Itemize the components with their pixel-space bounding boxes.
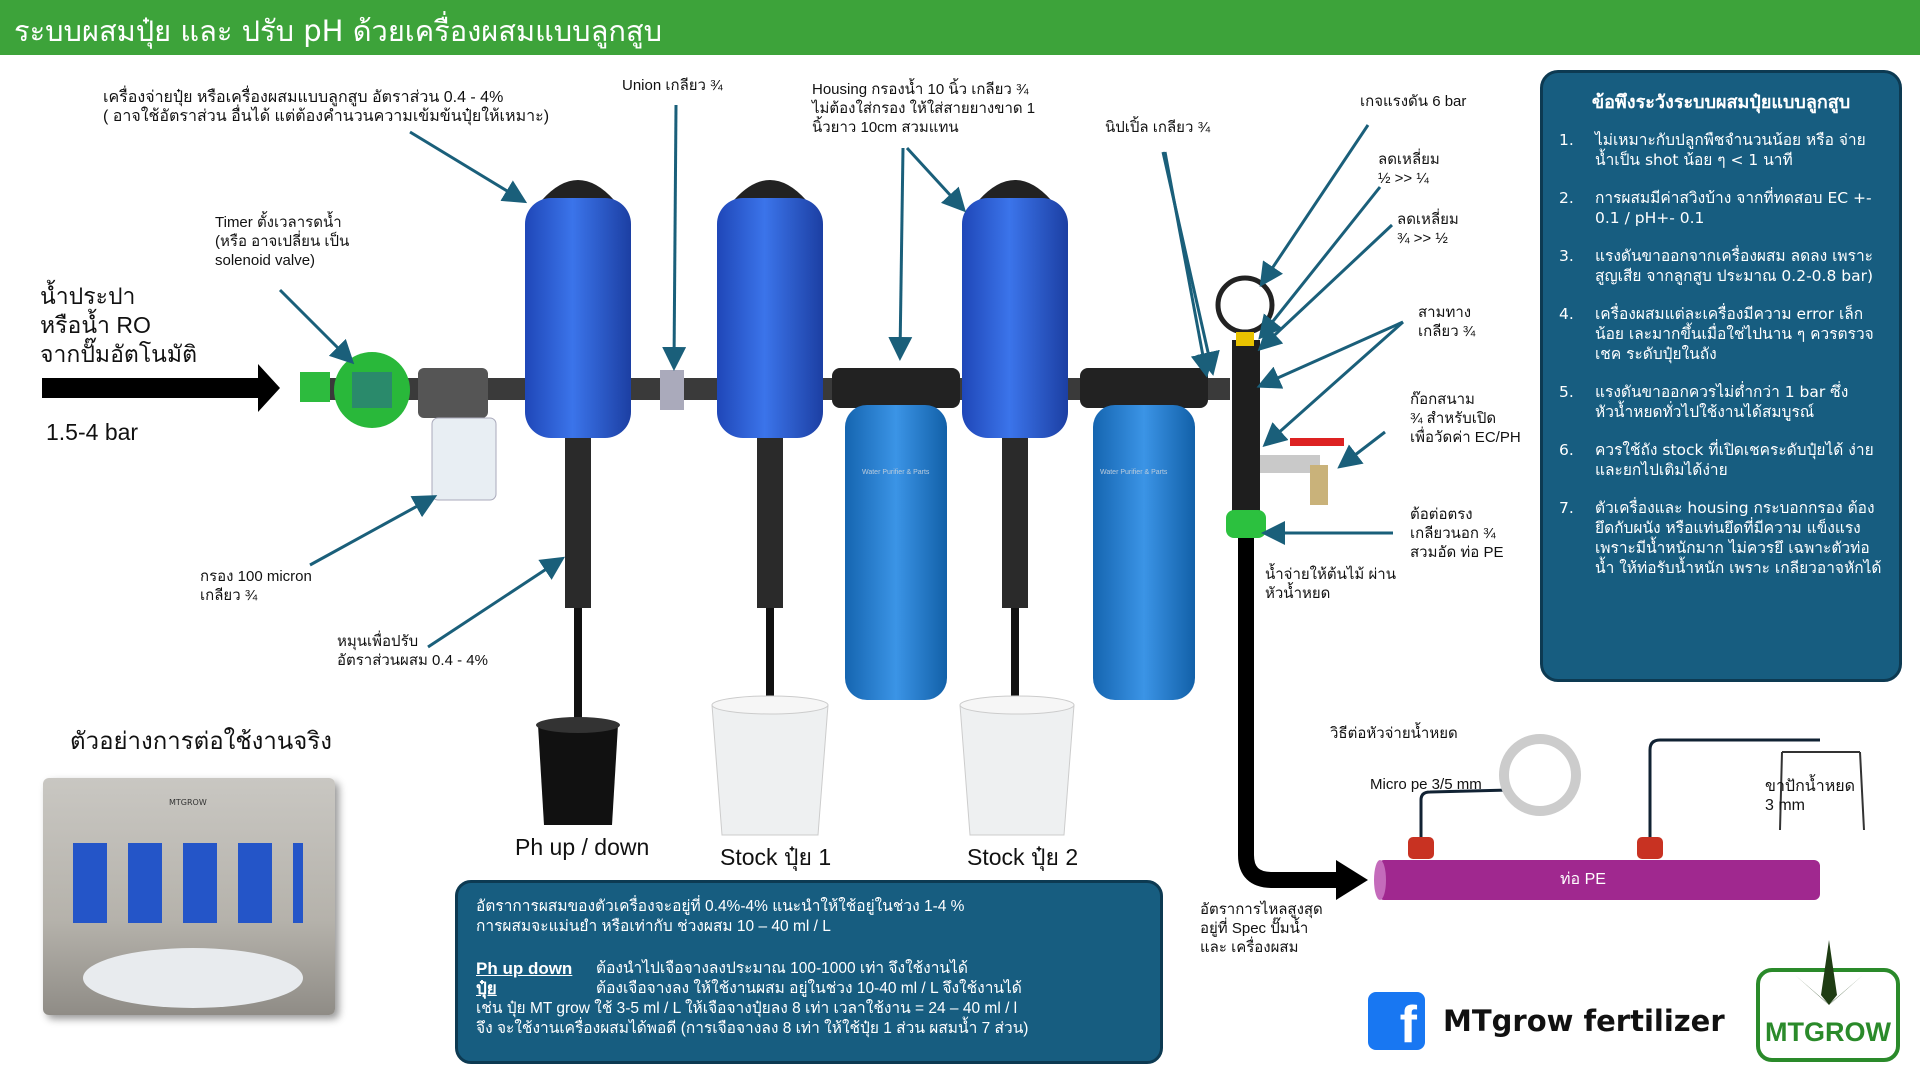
- info-line-6: จึง จะใช้งานเครื่องผสมได้พอดี (การเจือจา…: [476, 1020, 1029, 1037]
- caution-number: 3.: [1559, 247, 1574, 265]
- fert-value: ต้องเจือจางลง ให้ใช้งานผสม อยู่ในช่วง 10…: [596, 980, 1022, 997]
- caution-number: 1.: [1559, 131, 1574, 149]
- caution-number: 5.: [1559, 383, 1574, 401]
- doser-label: เครื่องจ่ายปุ๋ย หรือเครื่องผสมแบบลูกสูบ …: [103, 89, 550, 125]
- outlet-label: น้ำจ่ายให้ต้นไม้ ผ่าน หัวน้ำหยด: [1265, 566, 1396, 602]
- reducer-2-label: ลดเหลี่ยม ¾ >> ½: [1397, 211, 1459, 247]
- mixing-info-box: อัตราการผสมของตัวเครื่องจะอยู่ที่ 0.4%-4…: [455, 880, 1163, 1064]
- logo-text: MTGROW: [1765, 1017, 1891, 1047]
- bucket-stock-2-label: Stock ปุ๋ย 2: [967, 844, 1079, 870]
- caution-text: เครื่องผสมแต่ละเครื่องมีความ error เล็กน…: [1595, 305, 1874, 363]
- union-label: Union เกลียว ¾: [622, 77, 723, 94]
- example-heading: ตัวอย่างการต่อใช้งานจริง: [70, 728, 332, 755]
- bucket-stock-1: [711, 695, 829, 836]
- housing-2-brand: Water Purifier & Parts: [1100, 469, 1168, 476]
- timer: [300, 352, 410, 428]
- example-photo: MTGROW: [43, 778, 335, 1015]
- caution-item: 4. เครื่องผสมแต่ละเครื่องมีความ error เล็…: [1559, 304, 1883, 364]
- nipple-label: นิปเปิ้ล เกลียว ¾: [1105, 119, 1211, 136]
- caution-text: ตัวเครื่องและ housing กระบอกกรอง ต้องยึด…: [1595, 499, 1882, 577]
- caution-item: 7. ตัวเครื่องและ housing กระบอกกรอง ต้องย…: [1559, 498, 1883, 578]
- filter-label: กรอง 100 micron เกลียว ¾: [200, 568, 312, 604]
- filter-100-micron: [418, 368, 497, 501]
- housing-1-brand: Water Purifier & Parts: [862, 469, 930, 476]
- inlet-arrow: [42, 364, 280, 412]
- caution-text: การผสมมีค่าสวิงบ้าง จากที่ทดสอบ EC +- 0.…: [1595, 189, 1872, 227]
- brand-name: MTgrow fertilizer: [1443, 1004, 1725, 1038]
- union: [660, 370, 684, 410]
- gauge-label: เกจแรงดัน 6 bar: [1360, 93, 1467, 110]
- fert-key: ปุ๋ย: [476, 979, 497, 998]
- stake-label: ขาปักน้ำหยด 3 mm: [1765, 778, 1855, 814]
- ph-value: ต้องนำไปเจือจางลงประมาณ 100-1000 เท่า จึ…: [596, 960, 968, 977]
- bucket-stock-2: [959, 695, 1075, 836]
- caution-item: 3. แรงดันขาออกจากเครื่องผสม ลดลง เพราะสูญ…: [1559, 246, 1883, 286]
- cautions-panel: ข้อพึงระวังระบบผสมปุ๋ยแบบลูกสูบ 1. ไม่เหม…: [1540, 70, 1902, 682]
- caution-text: แรงดันขาออกจากเครื่องผสม ลดลง เพราะสูญเส…: [1595, 247, 1874, 285]
- info-line-2: การผสมจะแม่นยำ หรือเท่ากับ ช่วงผสม 10 – …: [476, 918, 831, 935]
- reducer-1-label: ลดเหลี่ยม ½ >> ¼: [1378, 151, 1440, 187]
- annotation-arrows: [278, 104, 1404, 649]
- connector-label: ต้อต่อตรง เกลียวนอก ¾ สวมอัด ท่อ PE: [1410, 506, 1504, 561]
- pe-pipe: [1374, 860, 1820, 900]
- info-line-5: เช่น ปุ๋ย MT grow ใช้ 3-5 ml / L ให้เจือ…: [476, 1000, 1018, 1017]
- caution-item: 5. แรงดันขาออกควรไม่ต่ำกว่า 1 bar ซึ่ง หั…: [1559, 382, 1883, 422]
- caution-text: ไม่เหมาะกับปลูกพืชจำนวนน้อย หรือ จ่ายน้ำ…: [1595, 131, 1866, 169]
- caution-text: แรงดันขาออกควรไม่ต่ำกว่า 1 bar ซึ่ง หัวน…: [1595, 383, 1849, 421]
- micro-pe-label: Micro pe 3/5 mm: [1370, 776, 1482, 793]
- facebook-icon[interactable]: f: [1368, 992, 1425, 1054]
- drippers: [1408, 734, 1865, 859]
- adjust-label: หมุนเพื่อปรับ อัตราส่วนผสม 0.4 - 4%: [337, 633, 488, 669]
- outlet-riser: [1232, 340, 1260, 520]
- caution-text: ควรใช้ถัง stock ที่เปิดเชคระดับปุ๋ยได้ ง…: [1595, 441, 1874, 479]
- photo-logo: MTGROW: [169, 798, 207, 807]
- pressure-gauge: [1215, 275, 1275, 335]
- filter-housing-1: [832, 368, 960, 700]
- caution-number: 4.: [1559, 305, 1574, 323]
- bucket-ph: [536, 717, 620, 825]
- caution-number: 6.: [1559, 441, 1574, 459]
- bucket-ph-label: Ph up / down: [515, 834, 650, 860]
- info-line-1: อัตราการผสมของตัวเครื่องจะอยู่ที่ 0.4%-4…: [476, 898, 965, 915]
- doser-2: [717, 180, 823, 703]
- tap-label: ก๊อกสนาม ¾ สำหรับเปิด เพื่อวัดค่า EC/PH: [1410, 391, 1521, 446]
- doser-1: [525, 180, 631, 718]
- caution-item: 6. ควรใช้ถัง stock ที่เปิดเชคระดับปุ๋ยได้…: [1559, 440, 1883, 480]
- timer-label: Timer ตั้งเวลารดน้ำ (หรือ อาจเปลี่ยน เป็…: [215, 214, 350, 269]
- doser-3: [962, 180, 1068, 703]
- caution-number: 7.: [1559, 499, 1574, 517]
- field-tap: [1260, 438, 1344, 505]
- filter-housing-2: [1080, 368, 1208, 700]
- inlet-pressure-label: 1.5-4 bar: [46, 419, 139, 445]
- caution-item: 2. การผสมมีค่าสวิงบ้าง จากที่ทดสอบ EC +- …: [1559, 188, 1883, 228]
- caution-number: 2.: [1559, 189, 1574, 207]
- page-title: ระบบผสมปุ๋ย และ ปรับ pH ด้วยเครื่องผสมแบ…: [0, 0, 1920, 55]
- tee-label: สามทาง เกลียว ¾: [1418, 304, 1476, 340]
- inlet-source-label: น้ำประปา หรือน้ำ RO จากปั๊มอัตโนมัติ: [40, 283, 198, 367]
- bucket-stock-1-label: Stock ปุ๋ย 1: [720, 844, 832, 870]
- ph-key: Ph up down: [476, 959, 573, 978]
- outlet-hose: [1238, 538, 1340, 888]
- pe-pipe-label: ท่อ PE: [1560, 871, 1606, 888]
- caution-item: 1. ไม่เหมาะกับปลูกพืชจำนวนน้อย หรือ จ่ายน…: [1559, 130, 1883, 170]
- pe-connector: [1226, 510, 1266, 538]
- cautions-heading: ข้อพึงระวังระบบผสมปุ๋ยแบบลูกสูบ: [1591, 92, 1851, 113]
- mtgrow-logo: MTGROW: [1755, 935, 1903, 1063]
- housing-label: Housing กรองน้ำ 10 นิ้ว เกลียว ¾ ไม่ต้อง…: [812, 81, 1036, 136]
- drip-heading: วิธีต่อหัวจ่ายน้ำหยด: [1330, 725, 1458, 742]
- flow-label: อัตราการไหลสูงสุด อยู่ที่ Spec ปั๊มน้ำ แ…: [1200, 901, 1323, 956]
